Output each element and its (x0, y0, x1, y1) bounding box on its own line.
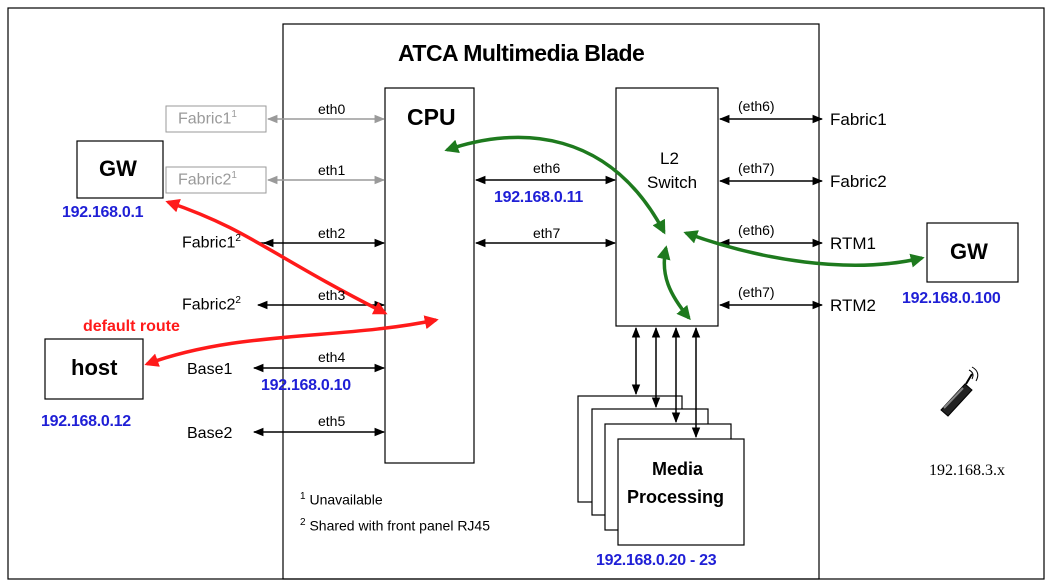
red-flow-gw-cpu (165, 198, 388, 315)
port-name-fabric2-unavail: Fabric21 (178, 170, 237, 189)
right-eth-1: (eth6) (738, 98, 775, 114)
eth-label-eth4: eth4 (318, 349, 346, 365)
port-name-base2: Base2 (187, 425, 233, 442)
eth-label-eth3: eth3 (318, 287, 346, 303)
switch-label-line2: Switch (647, 173, 698, 192)
gw-right-ip: 192.168.0.100 (902, 290, 1001, 307)
gw-right-box (926, 222, 1019, 283)
green-flow-switch-gw (683, 230, 925, 268)
cpu-eth6-ip: 192.168.0.11 (494, 189, 583, 206)
red-flow-host (144, 315, 439, 367)
footnote-1: 1 Unavailable (300, 491, 383, 508)
green-flow-cpu-switch (444, 135, 666, 235)
right-eth-4: (eth7) (738, 284, 775, 300)
outer-frame (7, 7, 1045, 580)
cpu-label: CPU (407, 104, 456, 130)
right-eth-2: (eth7) (738, 160, 775, 176)
gw-left-label: GW (99, 156, 137, 181)
blade-title: ATCA Multimedia Blade (398, 40, 645, 66)
footnote-2: 2 Shared with front panel RJ45 (300, 517, 491, 534)
media-label-line2: Processing (627, 487, 725, 507)
eth-label-eth5: eth5 (318, 413, 346, 429)
host-box (44, 338, 144, 400)
port-name-fabric1: Fabric12 (182, 233, 241, 252)
eth-label-eth6: eth6 (533, 160, 561, 176)
port-name-fabric2: Fabric22 (182, 295, 241, 314)
media-label-line1: Media (652, 459, 704, 479)
eth-label-eth7: eth7 (533, 225, 561, 241)
right-port-rtm1: RTM1 (830, 234, 876, 253)
right-eth-3: (eth6) (738, 222, 775, 238)
right-port-fabric2: Fabric2 (830, 172, 887, 191)
cpu-base-ip: 192.168.0.10 (261, 377, 351, 394)
phone-icon (940, 366, 979, 417)
right-port-fabric1: Fabric1 (830, 110, 887, 129)
default-route-label: default route (83, 318, 180, 335)
green-flow-switch-media (656, 245, 691, 321)
port-name-base1: Base1 (187, 361, 233, 378)
host-ip: 192.168.0.12 (41, 413, 131, 430)
gw-right-label: GW (950, 239, 988, 264)
media-ip: 192.168.0.20 - 23 (596, 552, 717, 569)
right-port-rtm2: RTM2 (830, 296, 876, 315)
media-box (617, 438, 745, 546)
phone-ip: 192.168.3.x (929, 462, 1005, 479)
eth-label-eth1: eth1 (318, 162, 346, 178)
gw-left-ip: 192.168.0.1 (62, 204, 144, 221)
eth-label-eth2: eth2 (318, 225, 346, 241)
switch-label-line1: L2 (660, 149, 679, 168)
port-name-fabric1-unavail: Fabric11 (178, 109, 237, 128)
switch-box (615, 87, 719, 327)
eth-label-eth0: eth0 (318, 101, 346, 117)
gw-left-box (76, 140, 164, 199)
host-label: host (71, 355, 118, 380)
